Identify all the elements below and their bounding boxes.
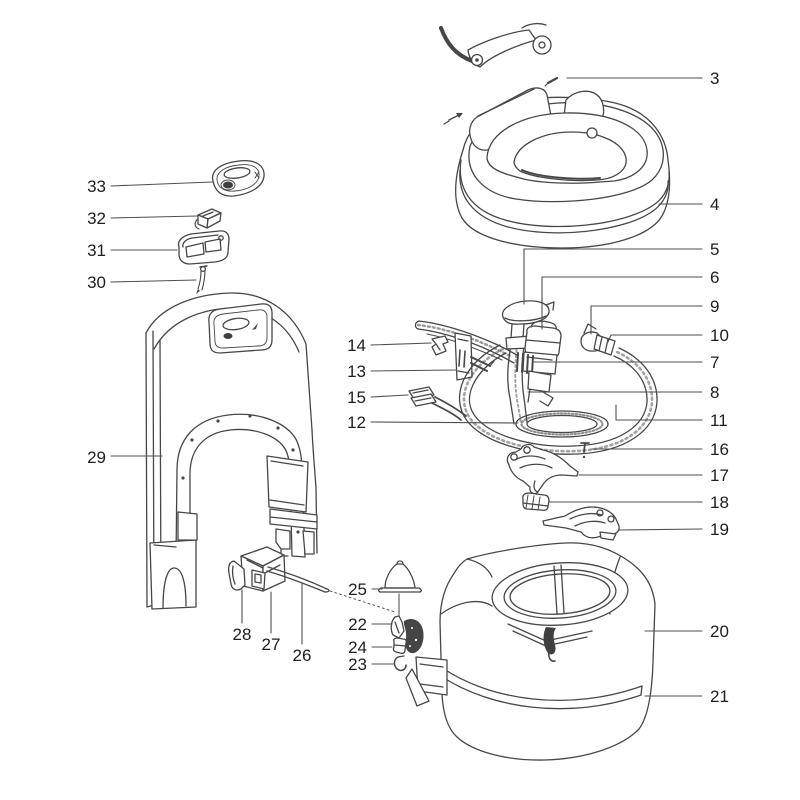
flush-hose [458,344,658,455]
latch-rod-26 [267,566,328,590]
leader-line-19 [618,528,703,531]
leader-line-15 [370,394,409,398]
callout-label-31: 31 [87,241,106,260]
leader-line-14 [370,342,432,346]
callout-label-3: 3 [710,69,719,88]
callout-label-33: 33 [87,177,106,196]
leader-line-30 [110,279,197,283]
valve-lever-22 [390,615,405,639]
pump-vanes-7 [516,352,534,375]
control-panel-parts [177,160,265,294]
callout-label-14: 14 [347,336,366,355]
bench-cover [145,292,318,610]
pump-and-hose-assembly [458,300,658,455]
latch-small-parts [506,442,620,541]
leader-line-9 [590,305,703,335]
hose-coupling-10 [593,334,616,356]
callout-label-20: 20 [710,622,729,641]
leader-line-5 [523,248,703,305]
hook-23 [393,656,407,672]
callout-label-12: 12 [347,413,366,432]
screw-part-3 [544,76,559,87]
latch-clip-27 [251,569,266,590]
leader-line-33 [110,181,213,187]
seat-frame-assembly [443,87,671,249]
screw-16 [580,442,590,453]
callout-label-25: 25 [348,580,367,599]
callout-label-30: 30 [87,273,106,292]
callout-label-23: 23 [348,655,367,674]
callout-layer: 3 4 5 6 9 10 7 8 11 16 17 18 19 20 21 33 32 31 30 29 14 13 15 1… [87,69,729,706]
callout-label-4: 4 [710,195,719,214]
callout-label-28: 28 [233,625,252,644]
callout-label-29: 29 [87,448,106,467]
callout-label-26: 26 [293,646,312,665]
callout-label-13: 13 [347,362,366,381]
tank-seal-21 [440,666,643,701]
callout-label-10: 10 [710,326,729,345]
callout-label-32: 32 [87,209,106,228]
cover-panel-recess [208,303,273,354]
callout-label-18: 18 [710,493,729,512]
leader-line-6 [541,276,703,330]
sliding-latch-assembly [228,546,396,613]
leader-line-32 [110,215,198,219]
leader-line-10 [607,334,703,343]
cone-and-valve-parts [377,560,424,672]
leader-line-11 [615,404,703,421]
lid-hinge-fragment [439,22,552,68]
tank-latch-handle [543,627,556,655]
panel-button [223,181,233,189]
callout-label-15: 15 [347,388,366,407]
callout-label-7: 7 [710,353,719,372]
rail-clip-14 [431,335,449,356]
callout-label-24: 24 [348,638,367,657]
callout-label-17: 17 [710,466,729,485]
bracket-13 [454,332,473,381]
callout-label-21: 21 [710,687,729,706]
cone-25 [384,560,416,589]
callout-label-8: 8 [710,383,719,402]
callout-label-27: 27 [262,635,281,654]
callout-label-11: 11 [710,411,728,430]
waste-tank [405,542,656,761]
tank-opening [491,562,629,626]
pump-base-8 [527,370,552,393]
callout-label-22: 22 [348,615,367,634]
leader-line-12 [370,421,519,424]
callout-label-16: 16 [710,440,729,459]
callout-label-9: 9 [710,297,719,316]
callout-label-5: 5 [710,240,719,259]
callout-label-6: 6 [710,268,719,287]
mount-rail-and-wiring [408,320,518,421]
leader-line-13 [370,369,457,372]
callout-label-19: 19 [710,520,729,539]
